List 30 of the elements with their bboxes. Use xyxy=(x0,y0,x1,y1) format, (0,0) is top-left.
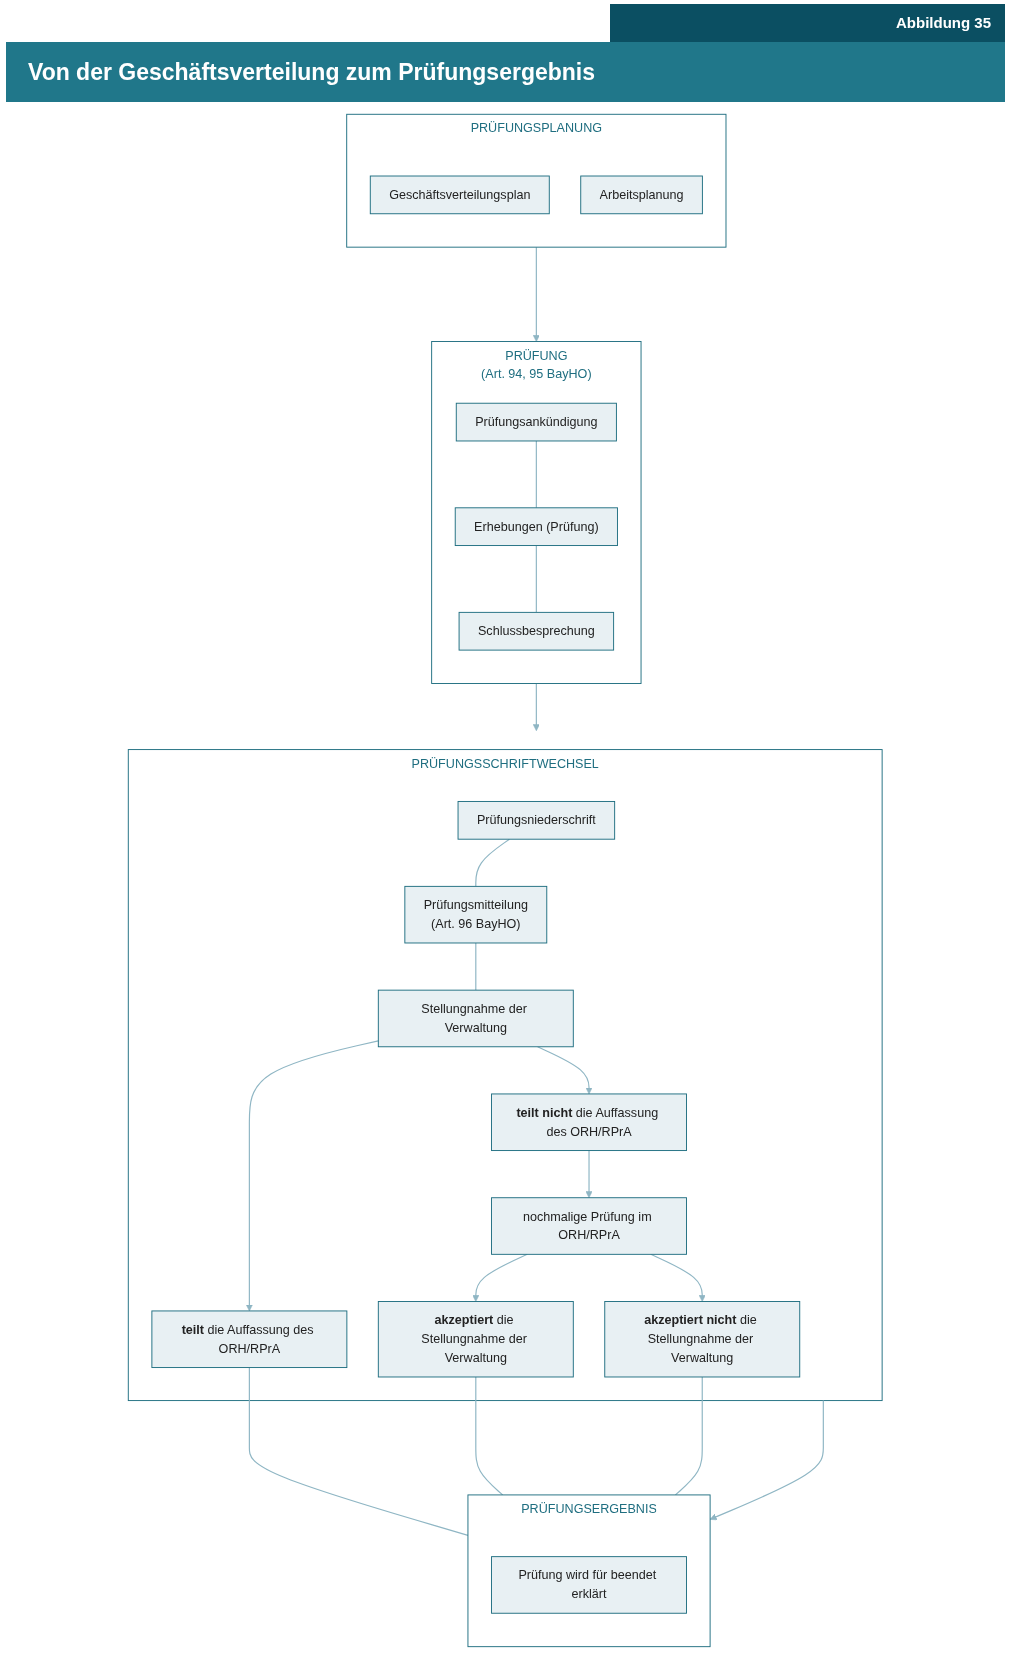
node-box: Prüfungsmitteilung (Art. 96 BayHO) xyxy=(404,885,548,944)
node-box: teilt die Auffassung des ORH/RPrA xyxy=(151,1310,348,1368)
node-box: Arbeitsplanung xyxy=(580,175,704,215)
node-box: akzeptiert die Stellungnahme der Verwaltung xyxy=(378,1301,575,1378)
arrow xyxy=(533,682,541,731)
title-banner: Von der Geschäftsverteilung zum Prüfungsergebnis xyxy=(6,42,1005,102)
node-box: akzeptiert nicht die Stellungnahme der Verwaltung xyxy=(604,1301,801,1378)
node-box: Prüfungsankündigung xyxy=(456,402,618,442)
arrow xyxy=(533,246,541,342)
figure-number-tab: Abbildung 35 xyxy=(610,4,1005,42)
node-box: Schlussbesprechung xyxy=(458,611,615,651)
connector xyxy=(475,942,477,991)
arrow xyxy=(710,1400,825,1521)
arrow xyxy=(246,1040,380,1312)
connector xyxy=(536,440,538,509)
connector xyxy=(475,1376,504,1496)
node-box: Geschäftsverteilungsplan xyxy=(370,175,551,215)
connector xyxy=(675,1376,704,1496)
arrow xyxy=(537,1046,593,1095)
node-box: Erhebungen (Prüfung) xyxy=(455,507,619,546)
node-box: nochmalige Prüfung im ORH/RPrA xyxy=(491,1197,688,1255)
node-box: teilt nicht die Auffassung des ORH/RPrA xyxy=(491,1093,688,1151)
node-box: Prüfung wird für beendet erklärt xyxy=(491,1556,688,1614)
connector xyxy=(249,1366,469,1536)
node-box: Stellungnahme der Verwaltung xyxy=(378,989,575,1048)
arrow xyxy=(650,1253,706,1302)
arrow xyxy=(585,1149,593,1199)
connector xyxy=(475,838,511,887)
node-box: Prüfungsniederschrift xyxy=(457,801,616,840)
connector xyxy=(536,544,538,613)
